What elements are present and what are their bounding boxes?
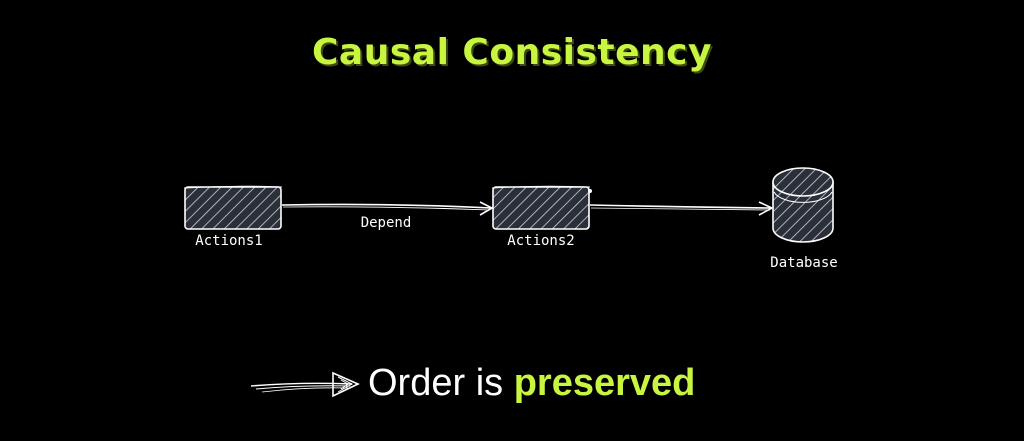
action1-label: Actions1 [195,233,262,249]
action1-node [183,185,283,230]
depend-arrow [281,201,494,216]
action2-label: Actions2 [507,233,574,249]
database-label: Database [770,255,837,271]
write-arrow [589,201,774,216]
diagram-title: Causal Consistency [312,32,712,73]
depend-label: Depend [361,215,412,231]
footer-emphasis: preserved [513,362,696,404]
footer-statement: Order is preserved [368,358,695,408]
action2-node [491,185,592,230]
database-node [772,167,834,243]
footer-prefix: Order is [368,362,504,404]
footer-arrow [250,371,360,398]
